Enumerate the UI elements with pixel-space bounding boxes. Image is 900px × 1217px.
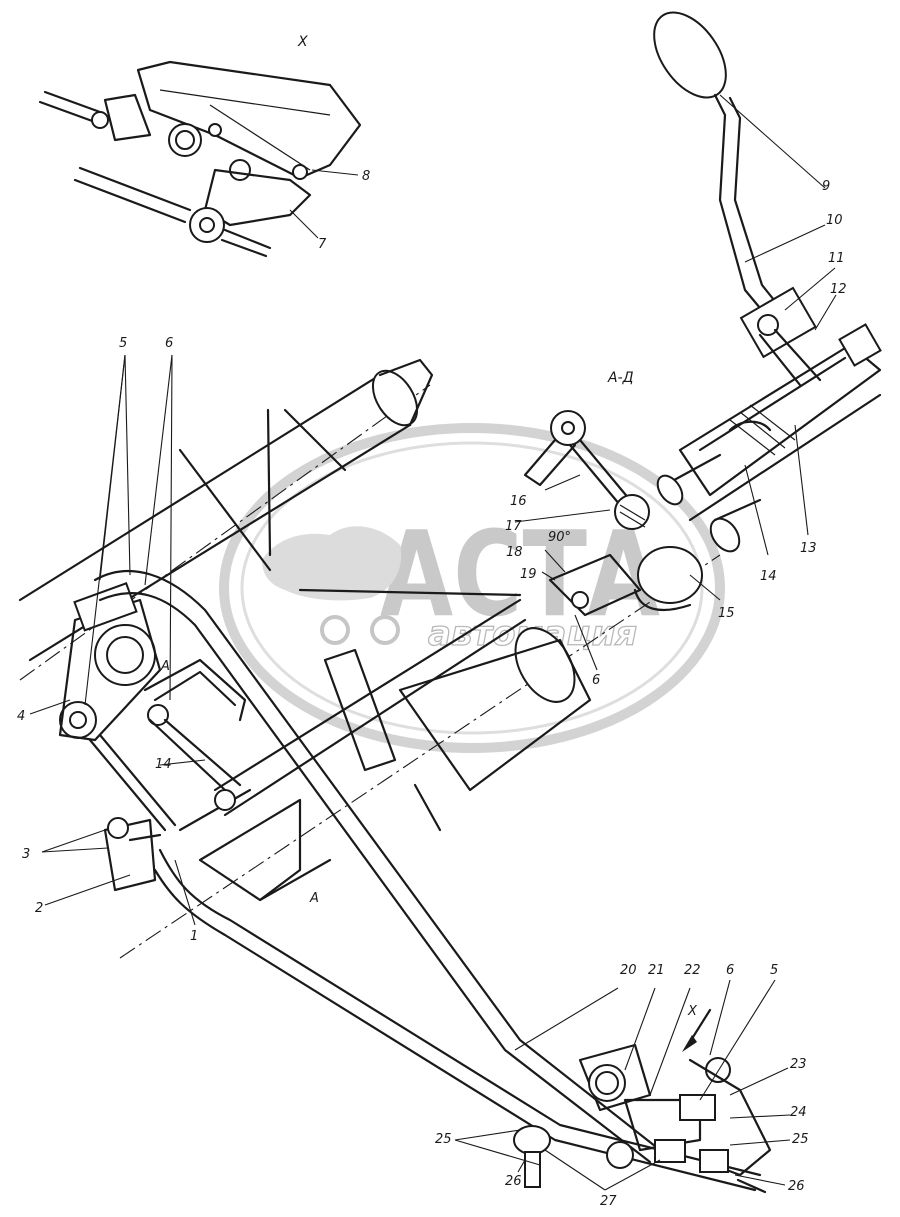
callout-4: 4 — [17, 709, 25, 724]
callout-17: 17 — [505, 519, 522, 534]
callout-5: 5 — [119, 336, 127, 351]
callout-labels: 5 6 4 3 2 1 14 А А 9 10 11 12 13 14 15 1… — [17, 179, 847, 1209]
callout-11: 11 — [828, 251, 845, 266]
section-a-a: А-Д 90° — [514, 370, 703, 617]
left-lever-group — [58, 582, 247, 892]
callout-leaders — [29, 94, 837, 1191]
rod-20 — [93, 570, 762, 1192]
section-tube — [637, 546, 703, 604]
section-mark-a-bottom: А — [309, 891, 319, 906]
callout-27: 27 — [600, 1194, 617, 1209]
shift-lever-assembly — [653, 11, 882, 553]
callout-22: 22 — [684, 963, 701, 978]
watermark-title: АСТА — [380, 505, 660, 643]
callout-9: 9 — [822, 179, 830, 194]
callout-14: 14 — [760, 569, 777, 584]
view-x-upper-rod — [38, 90, 102, 124]
callout-23: 23 — [790, 1057, 807, 1072]
callout-3: 3 — [22, 847, 30, 862]
view-x-label: X — [297, 34, 308, 50]
callout-14: 14 — [155, 757, 172, 772]
watermark: АСТА автомация — [219, 423, 725, 753]
callout-19: 19 — [520, 567, 537, 582]
callout-26: 26 — [505, 1174, 522, 1189]
callout-25: 25 — [792, 1132, 809, 1147]
callout-6: 6 — [592, 673, 600, 688]
section-label: А-Д — [607, 370, 634, 386]
angle-label: 90° — [548, 530, 571, 545]
callout-10: 10 — [826, 213, 843, 228]
callout-2: 2 — [35, 901, 43, 916]
main-shaft — [178, 588, 592, 902]
frame-tube — [18, 358, 434, 662]
callout-12: 12 — [830, 282, 847, 297]
callout-24: 24 — [790, 1105, 807, 1120]
view-x-housing — [136, 60, 362, 180]
view-x-lower-rod — [73, 166, 192, 224]
view-x: X 8 7 — [38, 34, 370, 258]
callout-5: 5 — [770, 963, 778, 978]
watermark-oval-outer — [219, 423, 725, 753]
callout-6: 6 — [726, 963, 734, 978]
callout-26: 26 — [788, 1179, 805, 1194]
watermark-wheel-icon — [320, 615, 350, 645]
callout-16: 16 — [510, 494, 527, 509]
callout-13: 13 — [800, 541, 817, 556]
center-line-upper — [19, 384, 431, 681]
watermark-oval-inner — [240, 441, 704, 735]
callout-18: 18 — [506, 545, 523, 560]
callout-8: 8 — [362, 169, 370, 184]
shift-knob-icon — [653, 11, 727, 99]
callout-1: 1 — [190, 929, 198, 944]
callout-21: 21 — [648, 963, 665, 978]
lower-right-assembly — [513, 1008, 772, 1194]
callout-7: 7 — [318, 237, 327, 252]
view-x-arrow-label: X — [687, 1004, 698, 1019]
callout-25: 25 — [435, 1132, 452, 1147]
watermark-bison-logo — [262, 526, 402, 601]
callout-15: 15 — [718, 606, 735, 621]
watermark-wheel-icon — [370, 615, 400, 645]
section-mark-a-top: А — [160, 659, 170, 674]
center-line-main — [119, 554, 721, 959]
callout-6: 6 — [165, 336, 173, 351]
callout-20: 20 — [620, 963, 637, 978]
